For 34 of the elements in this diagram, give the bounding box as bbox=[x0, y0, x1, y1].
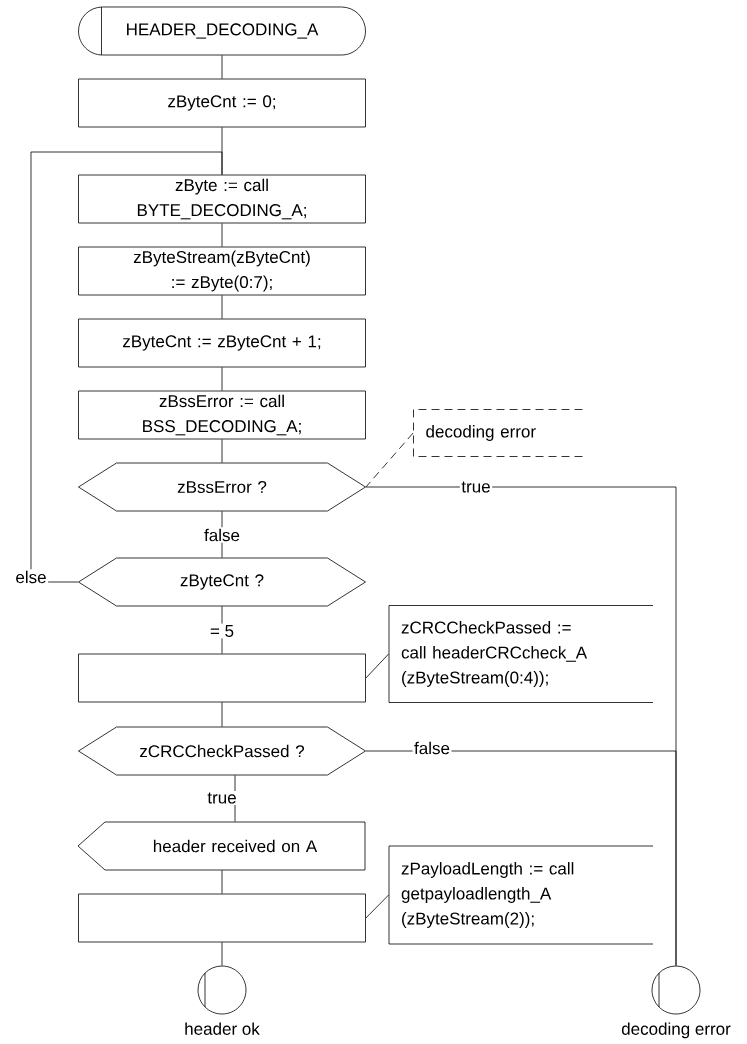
process-box bbox=[78, 893, 366, 943]
edge-label: = 5 bbox=[208, 623, 236, 639]
flow-line bbox=[221, 439, 223, 463]
comment-bracket: zPayloadLength := call getpayloadlength_A (zByteStream(2)); bbox=[388, 845, 654, 945]
node-label: header ok bbox=[185, 1022, 260, 1035]
node-label: decoding error bbox=[621, 1022, 731, 1039]
process-box: zByteCnt := 0; bbox=[78, 78, 366, 128]
process-box: zByteCnt := zByteCnt + 1; bbox=[78, 318, 366, 368]
edge-label: true bbox=[205, 790, 239, 806]
process-box: zByte := call BYTE_DECODING_A; bbox=[78, 174, 366, 224]
edge-label: false bbox=[412, 740, 452, 756]
flow-line bbox=[221, 295, 223, 319]
flow-line bbox=[221, 223, 223, 247]
flow-line bbox=[221, 55, 223, 79]
flow-line bbox=[30, 151, 223, 583]
leader-line bbox=[365, 653, 389, 679]
flow-line bbox=[221, 942, 223, 966]
decision-hexagon: zByteCnt ? bbox=[78, 557, 366, 607]
process-box bbox=[78, 653, 366, 703]
decision-hexagon: zCRCCheckPassed ? bbox=[78, 726, 366, 776]
process-box: zBssError := call BSS_DECODING_A; bbox=[78, 390, 366, 440]
comment-bracket: zCRCCheckPassed := call headerCRCcheck_A (zByteStream(0:4)); bbox=[388, 605, 654, 703]
edge-label: else bbox=[13, 569, 49, 585]
leader-line bbox=[365, 432, 414, 488]
flow-line bbox=[221, 702, 223, 727]
leader-line bbox=[365, 894, 389, 919]
comment-bracket: decoding error bbox=[413, 409, 583, 457]
edge-label: true bbox=[459, 479, 493, 495]
edge-label: false bbox=[202, 527, 242, 543]
flow-line bbox=[221, 870, 223, 894]
process-box: zByteStream(zByteCnt) := zByte(0:7); bbox=[78, 246, 366, 296]
flow-line bbox=[221, 367, 223, 391]
decision-hexagon: zBssError ? bbox=[78, 462, 366, 512]
flow-line bbox=[365, 750, 677, 966]
